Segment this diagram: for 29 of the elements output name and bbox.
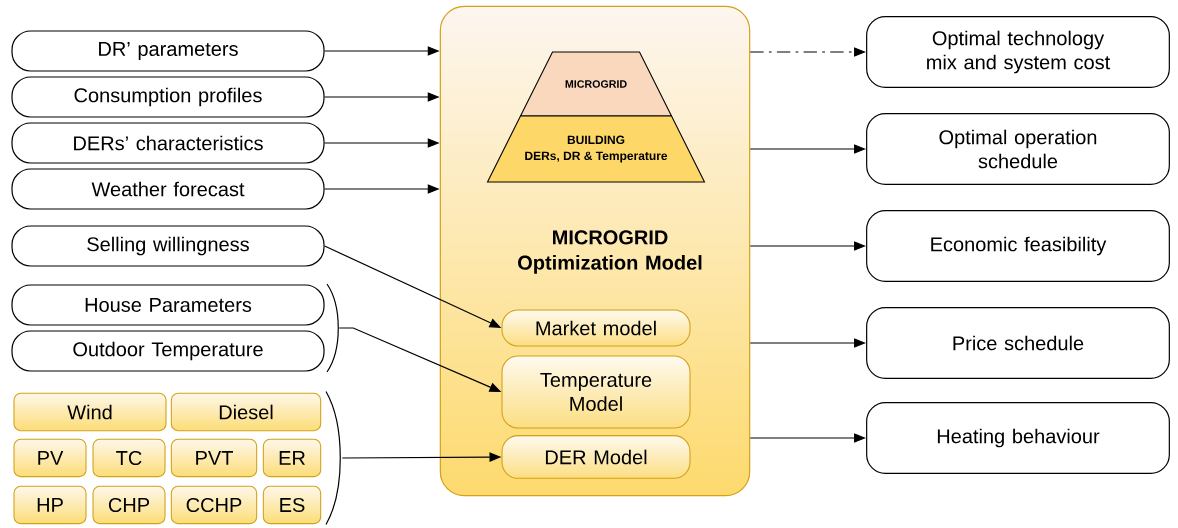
technology-cell: PV [13,438,87,478]
sub-model-box: Market model [501,309,691,347]
output-box: Optimal technology mix and system cost [866,16,1170,88]
technology-cell: Wind [13,392,167,432]
output-box: Economic feasibility [866,210,1170,282]
sub-model-box: DER Model [501,435,691,479]
technology-cell: Diesel [170,392,322,432]
technology-cell: HP [13,485,87,525]
output-box: Heating behaviour [866,402,1170,474]
pyramid-layer: MICROGRID [519,51,673,117]
input-pill: Selling willingness [11,225,325,267]
input-pill: Outdoor Temperature [11,330,325,372]
sub-model-box: Temperature Model [501,355,691,429]
brace [326,283,339,373]
technology-cell: CCHP [170,485,258,525]
technology-cell: CHP [92,485,166,525]
input-pill: Consumption profiles [11,76,325,118]
technology-cell: ER [262,438,322,478]
technology-cell: ES [262,485,322,525]
output-box: Optimal operation schedule [866,113,1170,185]
input-pill: House Parameters [11,284,325,326]
input-pill: Weather forecast [11,168,325,210]
input-pill: DERs’ characteristics [11,122,325,164]
brace [325,390,341,526]
input-pill: DR’ parameters [11,30,325,72]
output-box: Price schedule [866,307,1170,379]
technology-cell: TC [92,438,166,478]
technology-cell: PVT [170,438,258,478]
pyramid-layer: BUILDING DERs, DR & Temperature [486,115,706,183]
